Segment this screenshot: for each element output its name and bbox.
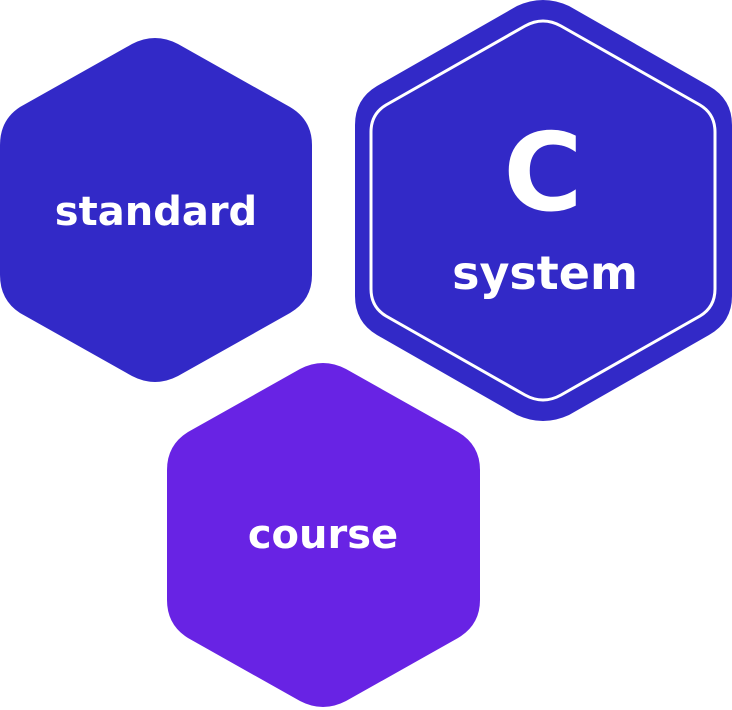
c-language-mark: C <box>503 111 582 236</box>
hexagon-standard-shape <box>0 38 312 382</box>
hexagon-course-label: course <box>248 512 398 558</box>
hexagon-system-inner-ring <box>369 19 717 402</box>
hexagon-system-label: system <box>452 246 638 300</box>
hexagon-standard: standard <box>0 38 312 382</box>
hexagon-standard-label: standard <box>55 189 257 235</box>
hexagon-system: C system <box>355 0 732 421</box>
hexagon-course-shape <box>167 363 480 707</box>
hexagon-course: course <box>167 363 480 707</box>
hexagon-system-shape <box>355 0 732 421</box>
